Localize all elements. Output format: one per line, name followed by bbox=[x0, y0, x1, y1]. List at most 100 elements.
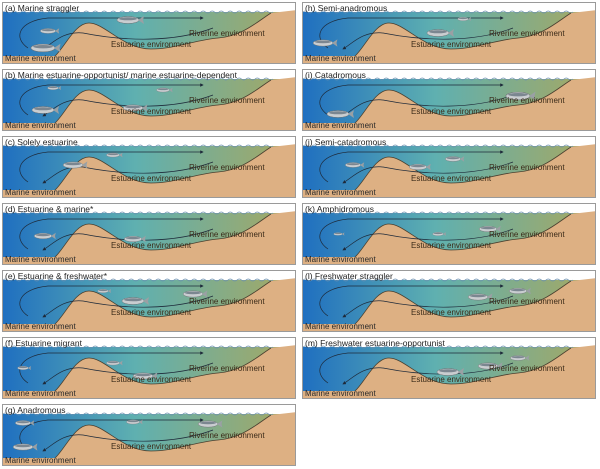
panel-title: (j) Semi-catadromous bbox=[305, 137, 387, 147]
fish-icon bbox=[197, 420, 223, 428]
fish-icon bbox=[47, 86, 61, 90]
fish-icon bbox=[312, 39, 338, 47]
fish-icon bbox=[508, 287, 531, 295]
water-surface bbox=[3, 412, 274, 416]
panel-illustration bbox=[303, 211, 595, 264]
estuarine-environment-label: Estuarine environment bbox=[111, 241, 192, 250]
fish-icon bbox=[408, 163, 431, 171]
fish-icon bbox=[121, 297, 149, 305]
fish-icon bbox=[457, 17, 471, 21]
fish-icon bbox=[326, 110, 354, 118]
migration-arrow bbox=[19, 351, 204, 384]
fish-icon bbox=[156, 87, 173, 93]
migration-arrow bbox=[342, 27, 514, 50]
sediment-profile bbox=[3, 10, 295, 63]
riverine-environment-label: Riverine environment bbox=[489, 364, 565, 373]
riverine-environment-label: Riverine environment bbox=[189, 29, 265, 38]
panel-illustration bbox=[3, 144, 295, 197]
sediment-profile bbox=[303, 144, 595, 197]
riverine-environment-label: Riverine environment bbox=[489, 230, 565, 239]
marine-environment-label: Marine environment bbox=[305, 322, 376, 331]
estuarine-environment-label: Estuarine environment bbox=[411, 375, 492, 384]
water-surface bbox=[303, 278, 574, 282]
fish-icon bbox=[31, 106, 59, 114]
riverine-environment-label: Riverine environment bbox=[189, 96, 265, 105]
estuarine-environment-label: Estuarine environment bbox=[111, 40, 192, 49]
panel-illustration bbox=[3, 211, 295, 264]
panel-illustration bbox=[3, 77, 295, 130]
migration-arrow bbox=[319, 351, 504, 384]
estuarine-environment-label: Estuarine environment bbox=[411, 107, 492, 116]
marine-environment-label: Marine environment bbox=[5, 188, 76, 197]
riverine-environment-label: Riverine environment bbox=[189, 364, 265, 373]
migration-arrow bbox=[19, 217, 204, 250]
fish-icon bbox=[62, 161, 88, 169]
estuarine-environment-label: Estuarine environment bbox=[411, 241, 492, 250]
fish-icon bbox=[17, 366, 31, 370]
fish-icon bbox=[505, 91, 536, 101]
fish-icon bbox=[182, 290, 208, 298]
fish-icon bbox=[436, 368, 464, 376]
riverine-environment-label: Riverine environment bbox=[189, 431, 265, 440]
water-surface bbox=[303, 10, 574, 14]
migration-arrow bbox=[342, 295, 514, 318]
panel-title: (l) Freshwater straggler bbox=[305, 271, 393, 281]
sediment-profile bbox=[3, 144, 295, 197]
panel-title: (k) Amphidromous bbox=[305, 204, 374, 214]
panel-title: (a) Marine straggler bbox=[5, 3, 80, 13]
estuarine-environment-label: Estuarine environment bbox=[111, 375, 192, 384]
estuarine-environment-label: Estuarine environment bbox=[111, 308, 192, 317]
migration-arrow bbox=[42, 228, 214, 251]
fish-icon bbox=[123, 235, 146, 243]
marine-environment-label: Marine environment bbox=[5, 121, 76, 130]
fish-icon bbox=[345, 162, 365, 168]
marine-environment-label: Marine environment bbox=[305, 121, 376, 130]
riverine-environment-label: Riverine environment bbox=[189, 230, 265, 239]
marine-environment-label: Marine environment bbox=[5, 456, 76, 465]
sediment-profile bbox=[303, 211, 595, 264]
migration-arrow bbox=[342, 228, 514, 251]
migration-arrow bbox=[42, 295, 214, 318]
migration-arrow bbox=[342, 161, 514, 184]
fish-icon bbox=[126, 419, 143, 425]
panel-title: (c) Solely estuarine bbox=[5, 137, 78, 147]
migration-arrow bbox=[42, 161, 214, 184]
water-surface bbox=[303, 211, 574, 215]
fish-icon bbox=[116, 16, 144, 24]
panel-title: (d) Estuarine & marine* bbox=[5, 204, 94, 214]
marine-environment-label: Marine environment bbox=[305, 54, 376, 63]
panel-illustration bbox=[303, 278, 595, 331]
riverine-environment-label: Riverine environment bbox=[489, 163, 565, 172]
panel-title: (h) Semi-anadromous bbox=[305, 3, 388, 13]
panel-illustration bbox=[3, 345, 295, 398]
estuarine-environment-label: Estuarine environment bbox=[111, 442, 192, 451]
riverine-environment-label: Riverine environment bbox=[489, 297, 565, 306]
sediment-profile bbox=[3, 412, 295, 465]
panel-title: (i) Catadromous bbox=[305, 70, 366, 80]
fish-icon bbox=[30, 43, 61, 53]
fish-icon bbox=[333, 232, 345, 236]
migration-arrow bbox=[319, 284, 504, 317]
migration-arrow bbox=[42, 429, 214, 452]
sediment-profile bbox=[3, 77, 295, 130]
migration-arrow bbox=[342, 362, 514, 385]
panel-illustration bbox=[303, 345, 595, 398]
panel-illustration bbox=[303, 10, 595, 63]
estuarine-environment-label: Estuarine environment bbox=[411, 174, 492, 183]
migration-arrow bbox=[19, 150, 204, 183]
water-surface bbox=[3, 144, 274, 148]
water-surface bbox=[303, 345, 574, 349]
marine-environment-label: Marine environment bbox=[305, 389, 376, 398]
migration-arrow bbox=[319, 150, 504, 183]
panel-title: (f) Estuarine migrant bbox=[5, 338, 82, 348]
fish-icon bbox=[477, 362, 503, 370]
panel-illustration bbox=[3, 412, 295, 465]
migration-arrow bbox=[19, 284, 204, 317]
